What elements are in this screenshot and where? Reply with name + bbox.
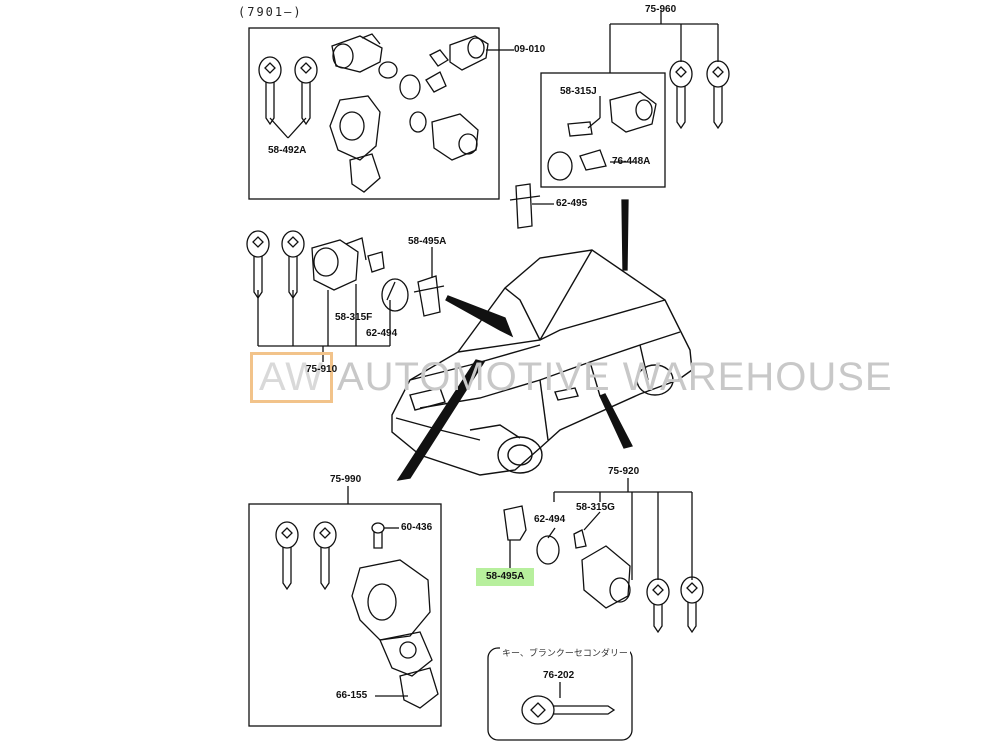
part-label-58-495A-highlighted[interactable]: 58-495A (476, 568, 535, 586)
key-icon (281, 230, 305, 300)
watermark-logo: AW (250, 352, 333, 403)
watermark-text: AUTOMOTIVE WAREHOUSE (336, 355, 893, 399)
key-icon (646, 578, 670, 634)
key-icon (706, 60, 730, 130)
key-icon (669, 60, 693, 130)
key-icon (313, 521, 337, 591)
part-label-58-492A[interactable]: 58-492A (268, 145, 307, 156)
part-label-62-494-left[interactable]: 62-494 (366, 328, 398, 339)
part-label-60-436[interactable]: 60-436 (401, 522, 433, 533)
key-icon (680, 576, 704, 634)
part-label-66-155[interactable]: 66-155 (336, 690, 368, 701)
frame-ignition-set (248, 27, 500, 200)
key-icon (258, 56, 282, 126)
part-label-75-960[interactable]: 75-960 (645, 4, 677, 15)
part-label-58-315F[interactable]: 58-315F (335, 312, 373, 323)
key-icon (294, 56, 318, 126)
part-label-75-910[interactable]: 75-910 (306, 364, 338, 375)
key-icon (246, 230, 270, 300)
keys (246, 56, 730, 725)
lock-parts (311, 33, 657, 709)
blank-key-note: キー、ブランクーセコンダリー (500, 646, 630, 659)
leader-lines (257, 10, 719, 698)
part-label-75-920[interactable]: 75-920 (608, 466, 640, 477)
frame-rear-hatch-set (540, 72, 666, 188)
part-label-62-494-right[interactable]: 62-494 (534, 514, 566, 525)
part-label-76-202[interactable]: 76-202 (543, 670, 575, 681)
station-wagon-car (391, 249, 693, 476)
part-label-58-495A-top[interactable]: 58-495A (408, 236, 447, 247)
key-icon (275, 521, 299, 591)
part-label-58-315J[interactable]: 58-315J (560, 86, 597, 97)
part-label-62-495[interactable]: 62-495 (556, 198, 588, 209)
part-label-76-448A[interactable]: 76-448A (612, 156, 651, 167)
frame-ignition-lower (248, 503, 442, 727)
part-label-75-990[interactable]: 75-990 (330, 474, 362, 485)
pointer-wedges (396, 199, 633, 481)
blank-key-icon (521, 695, 616, 725)
diagram-code: (7901–) (238, 5, 303, 19)
part-label-58-315G[interactable]: 58-315G (576, 502, 615, 513)
part-label-09-010[interactable]: 09-010 (514, 44, 546, 55)
